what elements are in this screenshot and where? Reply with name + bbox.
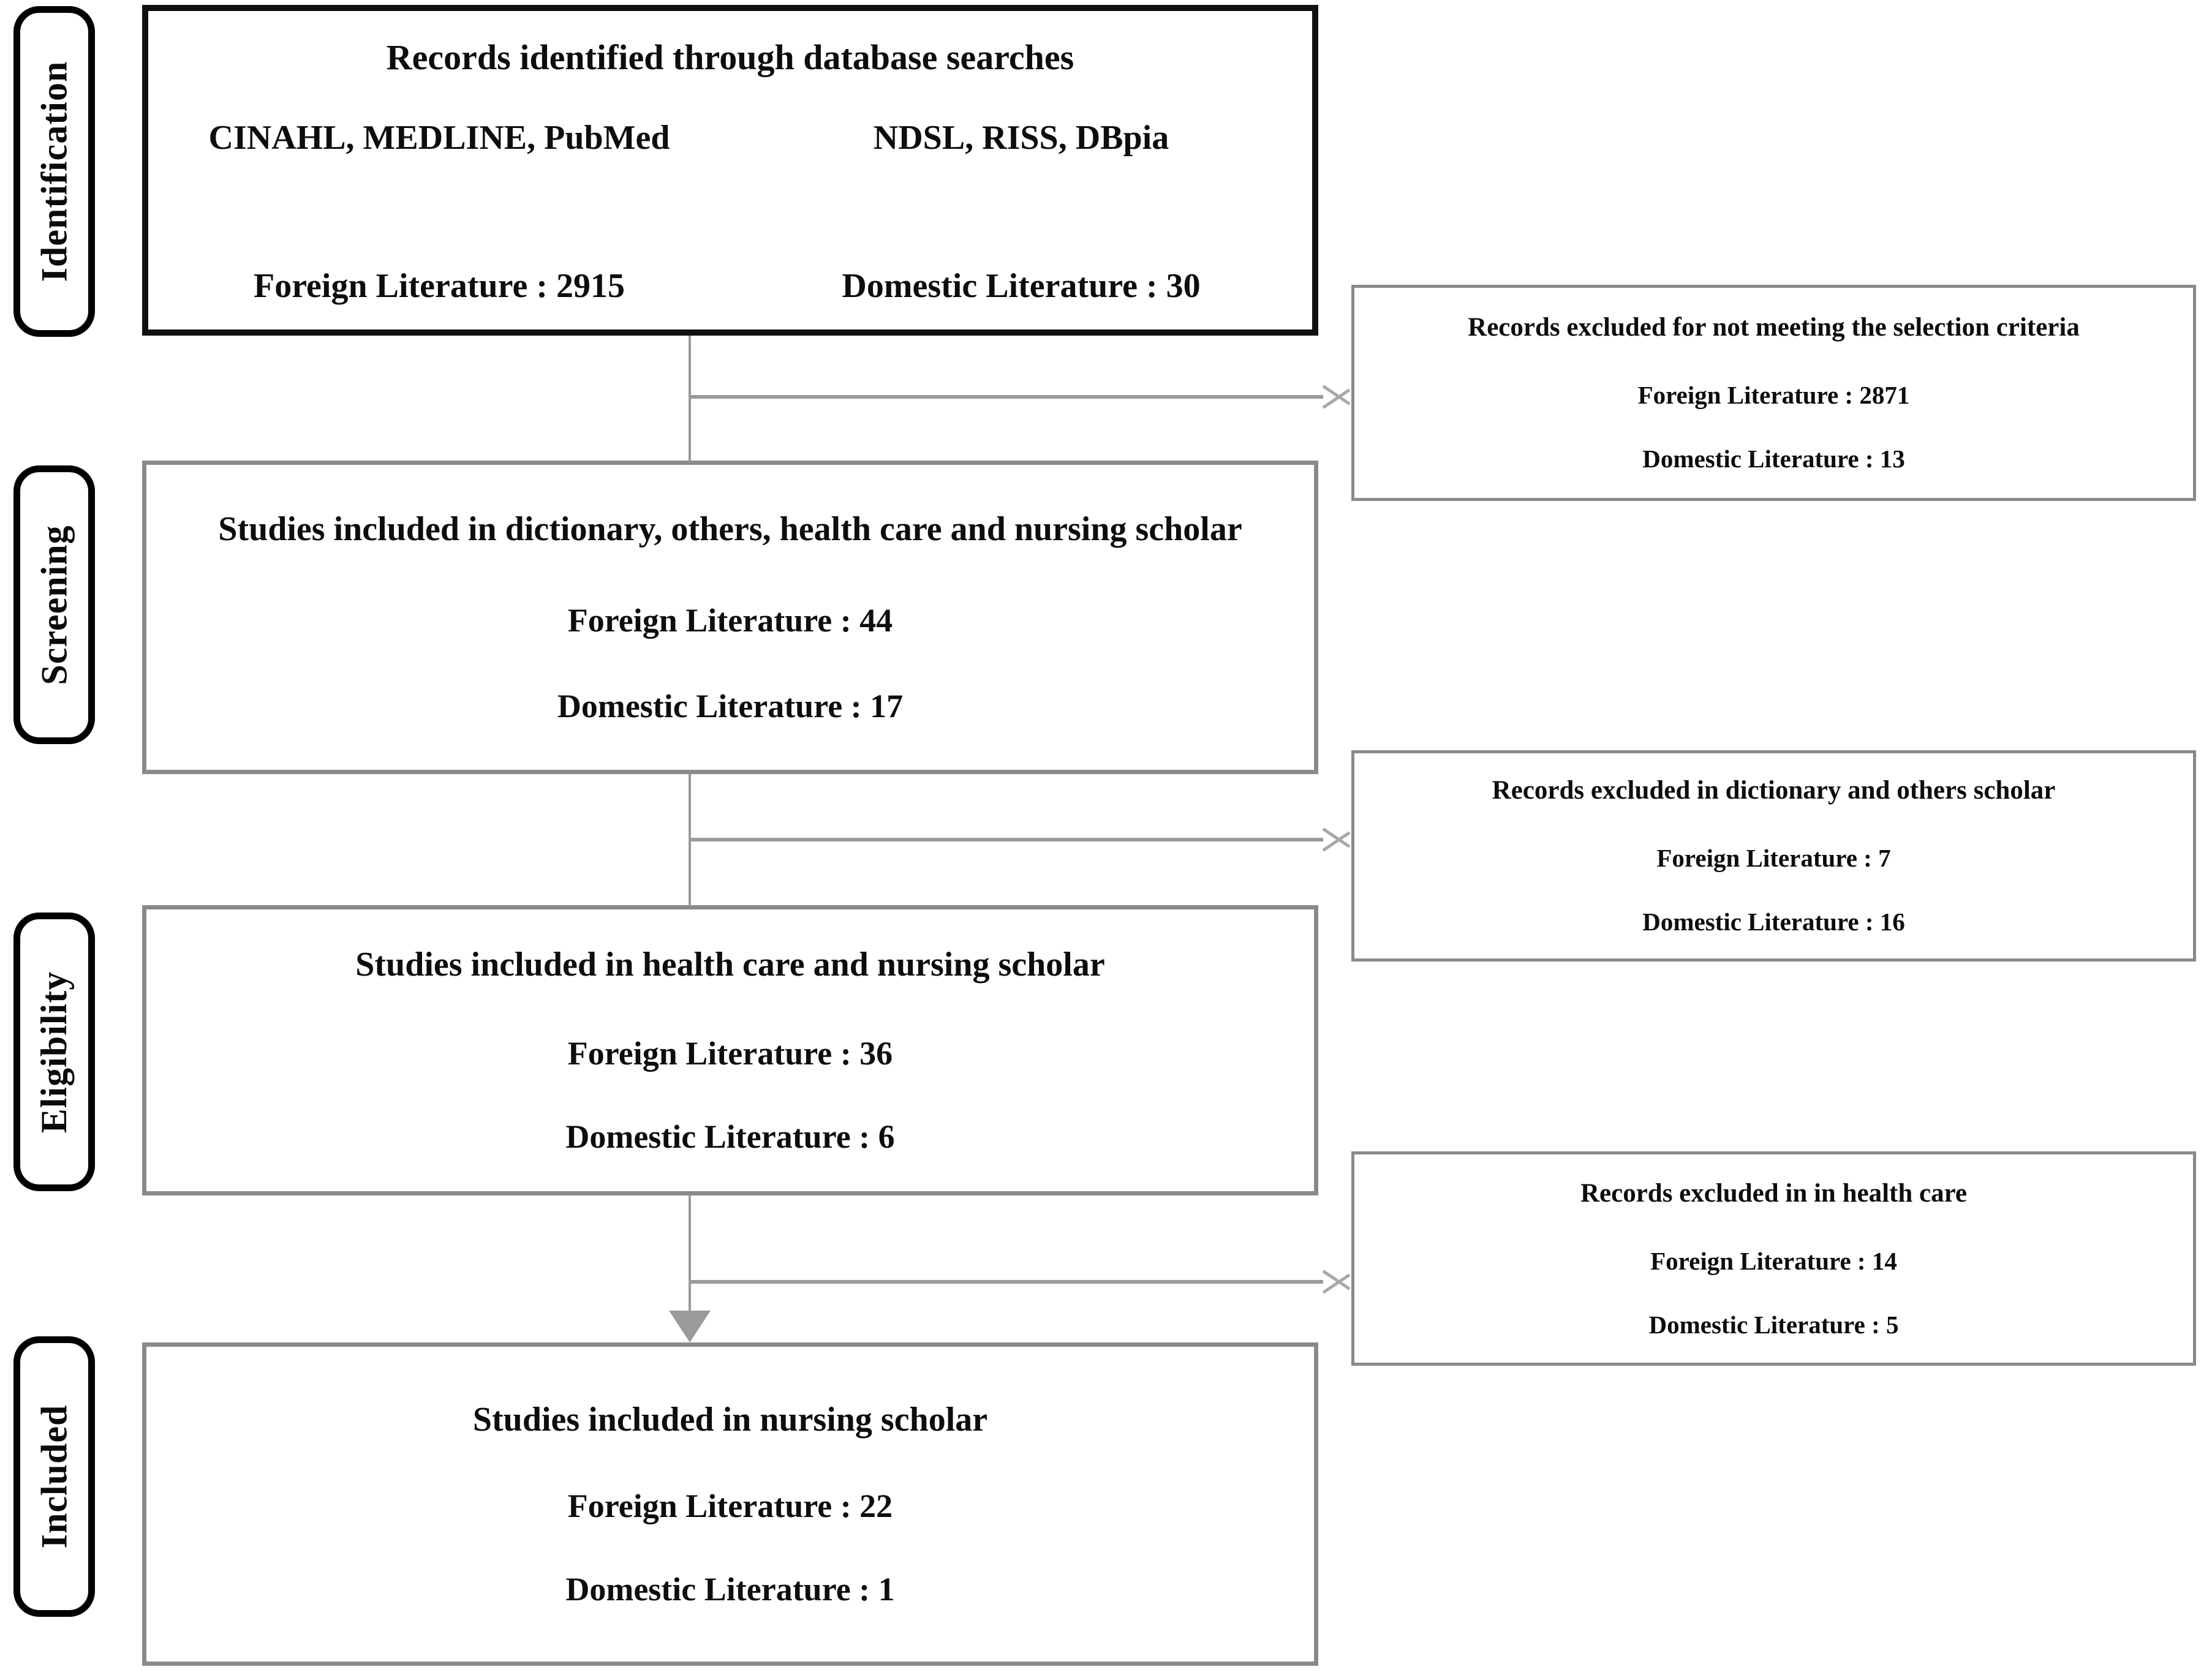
eligibility-box: Studies included in health care and nurs…	[142, 905, 1318, 1195]
identification-foreign-sources: CINAHL, MEDLINE, PubMed	[208, 119, 670, 157]
excluded-3-domestic-count: Domestic Literature : 5	[1648, 1310, 1899, 1339]
included-box-content: Studies included in nursing scholar Fore…	[146, 1347, 1314, 1662]
eligibility-domestic-count: Domestic Literature : 6	[565, 1118, 895, 1155]
connector-identification-to-screening	[689, 336, 691, 462]
identification-box: Records identified through database sear…	[142, 5, 1318, 336]
identification-column-domestic: NDSL, RISS, DBpia Domestic Literature : …	[730, 118, 1312, 306]
identification-columns: CINAHL, MEDLINE, PubMed Foreign Literatu…	[148, 118, 1312, 306]
connector-screening-to-excluded-2	[689, 838, 1323, 841]
screening-box-content: Studies included in dictionary, others, …	[146, 465, 1314, 770]
eligibility-title: Studies included in health care and nurs…	[355, 946, 1105, 984]
excluded-box-health-care: Records excluded in in health care Forei…	[1351, 1151, 2196, 1366]
stage-pill-included: Included	[13, 1336, 95, 1617]
excluded-2-domestic-count: Domestic Literature : 16	[1642, 908, 1905, 936]
eligibility-box-content: Studies included in health care and nurs…	[146, 909, 1314, 1191]
connector-identification-to-excluded-1	[689, 395, 1323, 399]
identification-domestic-sources: NDSL, RISS, DBpia	[873, 119, 1169, 157]
screening-title: Studies included in dictionary, others, …	[218, 510, 1242, 548]
identification-column-foreign: CINAHL, MEDLINE, PubMed Foreign Literatu…	[148, 118, 730, 306]
included-box: Studies included in nursing scholar Fore…	[142, 1342, 1318, 1666]
excluded-box-selection-criteria: Records excluded for not meeting the sel…	[1351, 285, 2196, 501]
stage-label-screening: Screening	[34, 524, 75, 685]
included-title: Studies included in nursing scholar	[472, 1401, 988, 1439]
screening-domestic-count: Domestic Literature : 17	[557, 688, 904, 725]
identification-foreign-count: Foreign Literature : 2915	[253, 267, 625, 305]
arrowhead-to-excluded-1	[1323, 376, 1350, 418]
excluded-2-title: Records excluded in dictionary and other…	[1492, 776, 2056, 805]
stage-pill-eligibility: Eligibility	[13, 913, 95, 1191]
identification-domestic-count: Domestic Literature : 30	[842, 267, 1201, 305]
connector-eligibility-to-excluded-3	[689, 1280, 1323, 1284]
excluded-3-title: Records excluded in in health care	[1580, 1178, 1968, 1208]
excluded-1-domestic-count: Domestic Literature : 13	[1642, 445, 1905, 473]
connector-eligibility-to-included	[689, 1195, 691, 1313]
stage-label-identification: Identification	[34, 61, 75, 282]
arrowhead-to-included	[669, 1311, 711, 1342]
excluded-box-2-content: Records excluded in dictionary and other…	[1354, 753, 2193, 958]
identification-title: Records identified through database sear…	[386, 37, 1074, 77]
excluded-box-dictionary-others: Records excluded in dictionary and other…	[1351, 750, 2196, 962]
screening-foreign-count: Foreign Literature : 44	[567, 602, 893, 639]
included-domestic-count: Domestic Literature : 1	[565, 1571, 895, 1608]
excluded-1-foreign-count: Foreign Literature : 2871	[1637, 381, 1910, 409]
included-foreign-count: Foreign Literature : 22	[567, 1488, 893, 1524]
excluded-3-foreign-count: Foreign Literature : 14	[1650, 1246, 1897, 1275]
eligibility-foreign-count: Foreign Literature : 36	[567, 1035, 893, 1072]
excluded-2-foreign-count: Foreign Literature : 7	[1656, 844, 1891, 872]
excluded-box-3-content: Records excluded in in health care Forei…	[1354, 1154, 2193, 1363]
excluded-1-title: Records excluded for not meeting the sel…	[1468, 313, 2080, 342]
arrowhead-to-excluded-3	[1323, 1261, 1350, 1303]
stage-label-eligibility: Eligibility	[34, 971, 75, 1133]
screening-box: Studies included in dictionary, others, …	[142, 461, 1318, 774]
excluded-box-1-content: Records excluded for not meeting the sel…	[1354, 288, 2193, 498]
stage-pill-screening: Screening	[13, 465, 95, 744]
arrowhead-to-excluded-2	[1323, 819, 1350, 860]
stage-pill-identification: Identification	[13, 6, 95, 337]
stage-label-included: Included	[34, 1404, 75, 1549]
